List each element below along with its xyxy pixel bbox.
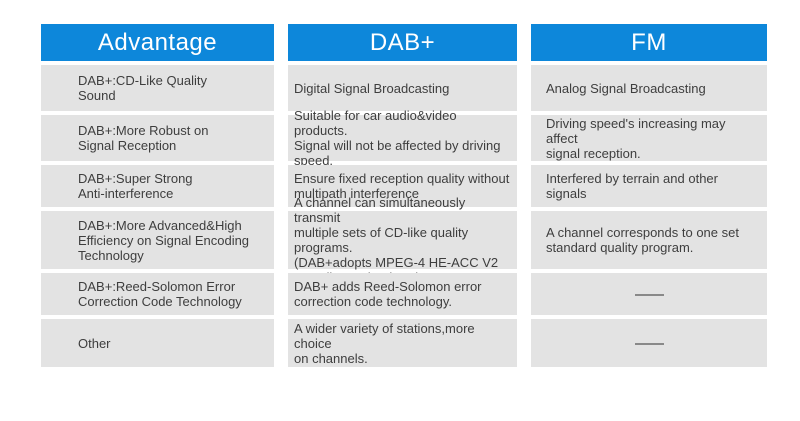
- advantage-column-header: Advantage: [41, 24, 274, 61]
- cell-r4-advantage: DAB+:More Advanced&High Efficiency on Si…: [41, 211, 274, 269]
- cell-r1-advantage: DAB+:CD-Like Quality Sound: [41, 65, 274, 111]
- dab-vs-fm-comparison-table: Advantage DAB+ FM DAB+:CD-Like Quality S…: [41, 24, 767, 367]
- cell-r1-fm: Analog Signal Broadcasting: [531, 65, 767, 111]
- cell-r2-fm: Driving speed's increasing may affect si…: [531, 115, 767, 161]
- cell-r6-advantage: Other: [41, 319, 274, 367]
- cell-r5-fm-dash-line: ——: [531, 273, 767, 315]
- cell-r3-advantage: DAB+:Super Strong Anti-interference: [41, 165, 274, 207]
- cell-r6-fm-dash-line: ——: [531, 319, 767, 367]
- cell-r1-dab: Digital Signal Broadcasting: [288, 65, 517, 111]
- cell-r6-dab: A wider variety of stations,more choice …: [288, 319, 517, 367]
- cell-r2-advantage: DAB+:More Robust on Signal Reception: [41, 115, 274, 161]
- cell-r4-dab: A channel can simultaneously transmit mu…: [288, 195, 517, 285]
- dab-column-header: DAB+: [288, 24, 517, 61]
- cell-r4-fm: A channel corresponds to one set standar…: [531, 211, 767, 269]
- cell-r5-advantage: DAB+:Reed-Solomon Error Correction Code …: [41, 273, 274, 315]
- cell-r2-dab: Suitable for car audio&video products. S…: [288, 108, 517, 168]
- cell-r5-dab: DAB+ adds Reed-Solomon error correction …: [288, 273, 517, 315]
- fm-column-header: FM: [531, 24, 767, 61]
- cell-r3-fm: Interfered by terrain and other signals: [531, 165, 767, 207]
- cell-r3-dab: Ensure fixed reception quality without m…: [288, 165, 517, 207]
